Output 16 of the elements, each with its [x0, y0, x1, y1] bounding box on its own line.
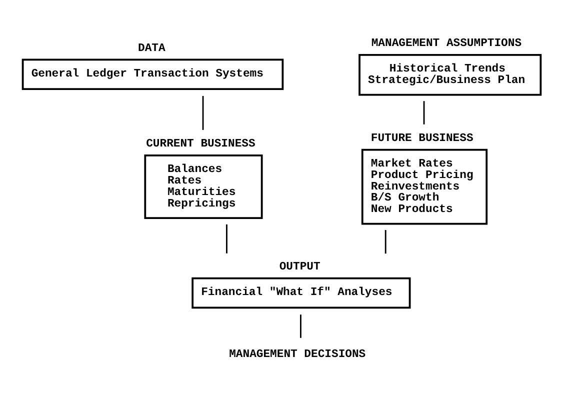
node-box: Historical Trends Strategic/Business Plan: [358, 53, 542, 96]
node-label: MANAGEMENT ASSUMPTIONS: [371, 38, 522, 50]
connector: [423, 100, 425, 124]
node-box: Financial "What If" Analyses: [192, 276, 411, 308]
node-label: OUTPUT: [279, 260, 320, 273]
node-label: CURRENT BUSINESS: [146, 138, 256, 150]
connector: [300, 314, 302, 338]
node-box: General Ledger Transaction Systems: [22, 58, 284, 90]
connector: [202, 95, 204, 130]
node-box: Balances Rates Maturities Repricings: [144, 154, 263, 219]
node-box: Market Rates Product Pricing Reinvestments B/S Growth New Products: [361, 148, 488, 224]
node-label: FUTURE BUSINESS: [370, 132, 474, 144]
node-text: MANAGEMENT DECISIONS: [229, 348, 366, 361]
connector: [384, 230, 386, 254]
connector: [226, 224, 228, 253]
node-label: DATA: [138, 42, 166, 54]
